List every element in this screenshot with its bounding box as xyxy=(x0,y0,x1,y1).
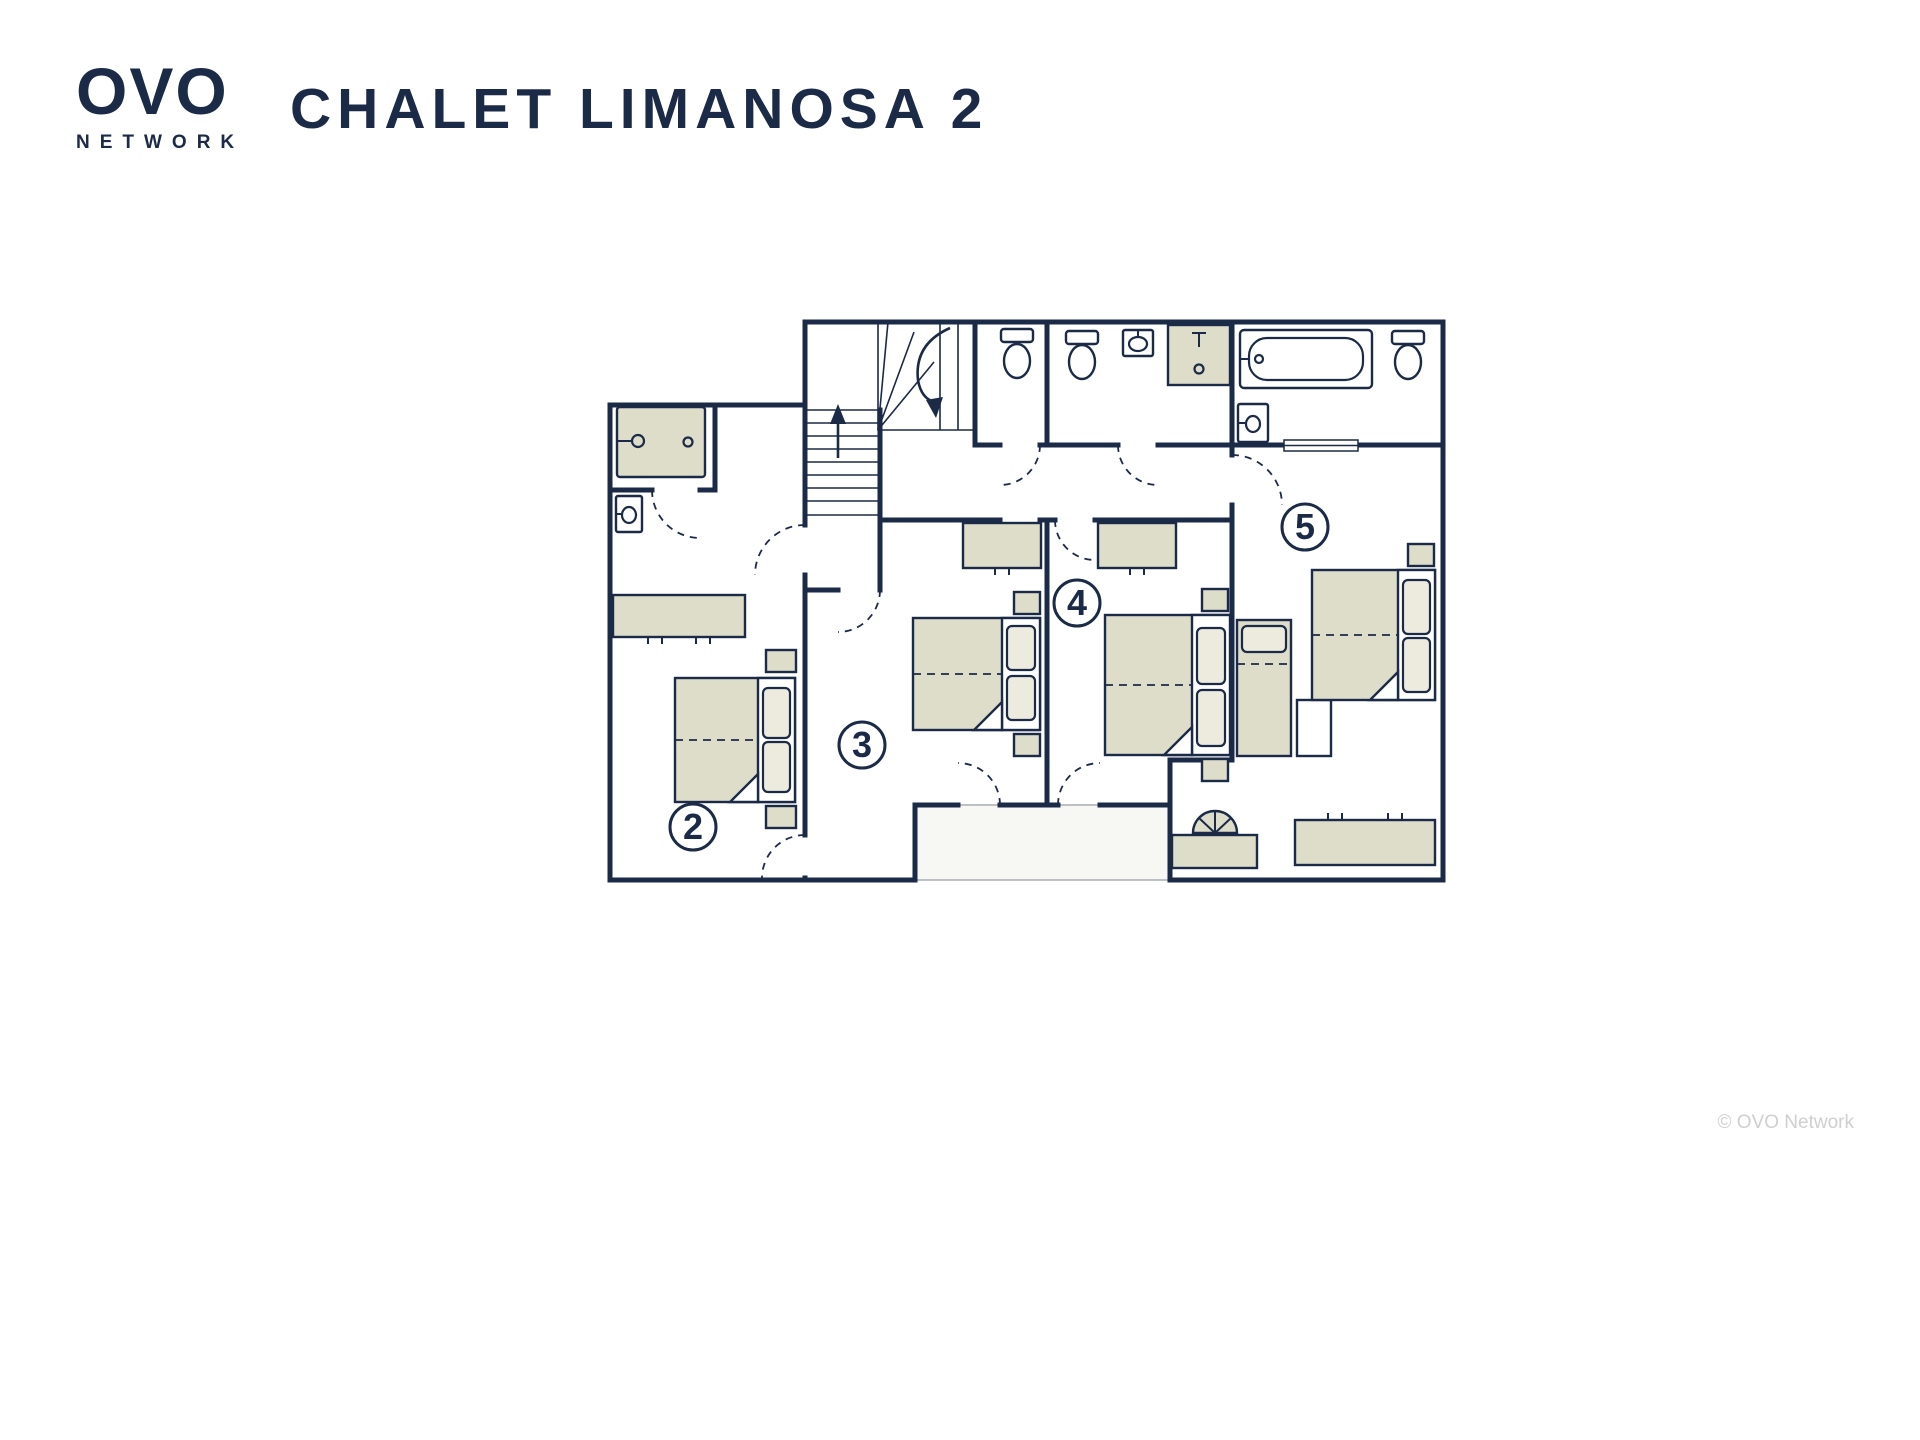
page-title: CHALET LIMANOSA 2 xyxy=(290,77,989,141)
double-bed-room-4 xyxy=(1103,613,1232,757)
room-2-badge xyxy=(668,802,718,852)
wardrobe-room-4 xyxy=(1096,521,1178,575)
room-labels: 2 3 4 5 xyxy=(668,502,1330,852)
door-corridor-bedroom-3 xyxy=(837,589,881,633)
copyright-credit: © OVO Network xyxy=(1717,1112,1854,1133)
terrace xyxy=(914,804,1171,881)
bedroom-3-furniture xyxy=(911,521,1043,758)
toilet-1 xyxy=(999,327,1035,380)
toilet-2 xyxy=(1064,329,1100,381)
logo-subtext: NETWORK xyxy=(76,132,245,153)
bedroom-4-furniture xyxy=(1096,521,1232,783)
washbasin xyxy=(614,494,644,534)
logo-wordmark: OVO xyxy=(76,54,229,128)
stairs-down-arrow xyxy=(916,326,951,404)
room-5-number: 5 xyxy=(1295,506,1315,547)
nightstand xyxy=(1200,587,1230,613)
room-4-number: 4 xyxy=(1067,582,1087,623)
double-bed-room-3 xyxy=(911,616,1042,732)
window xyxy=(1283,439,1359,452)
vanity-unit xyxy=(1166,323,1232,387)
door-bedroom-2-lower xyxy=(761,834,806,879)
bathtub xyxy=(1238,328,1374,390)
double-bed-room-5 xyxy=(1310,568,1437,702)
wall-sink xyxy=(1121,328,1155,358)
ovo-network-logo: OVO NETWORK xyxy=(76,58,244,154)
nightstand xyxy=(1012,732,1042,758)
room-4-badge xyxy=(1052,578,1102,628)
bedroom-2-furniture xyxy=(611,593,798,830)
door-bedroom-5 xyxy=(1231,454,1283,506)
room-3-number: 3 xyxy=(852,724,872,765)
wardrobe-room-3 xyxy=(961,521,1043,575)
shower-room xyxy=(614,405,707,534)
bedroom-5-furniture xyxy=(1170,542,1437,870)
side-table xyxy=(1295,698,1333,758)
staircase xyxy=(805,321,975,516)
door-terrace-room-4 xyxy=(1057,762,1101,806)
room-2-number: 2 xyxy=(683,806,703,847)
door-shower-room xyxy=(651,489,701,539)
room-3-badge xyxy=(837,720,887,770)
walls xyxy=(607,319,1446,883)
desk xyxy=(1170,833,1259,870)
door-terrace-room-3 xyxy=(957,762,1001,806)
toilet-3 xyxy=(1390,329,1426,381)
door-bedroom-4 xyxy=(1054,519,1096,561)
door-bedroom-2 xyxy=(754,524,806,576)
bathroom-fixtures xyxy=(999,323,1426,444)
room-5-badge xyxy=(1280,502,1330,552)
basin xyxy=(1236,402,1270,444)
nightstand xyxy=(764,648,798,674)
door-wc-1 xyxy=(999,444,1041,486)
sideboard xyxy=(1293,813,1437,867)
desk-and-chair xyxy=(1170,809,1259,870)
dresser xyxy=(611,593,747,644)
nightstand xyxy=(764,804,798,830)
nightstand xyxy=(1406,542,1436,568)
single-bed xyxy=(1235,618,1293,758)
double-bed-room-2 xyxy=(673,676,797,804)
shower xyxy=(615,405,707,479)
door-bathroom xyxy=(1117,444,1159,486)
nightstand xyxy=(1012,590,1042,616)
nightstand xyxy=(1200,757,1230,783)
